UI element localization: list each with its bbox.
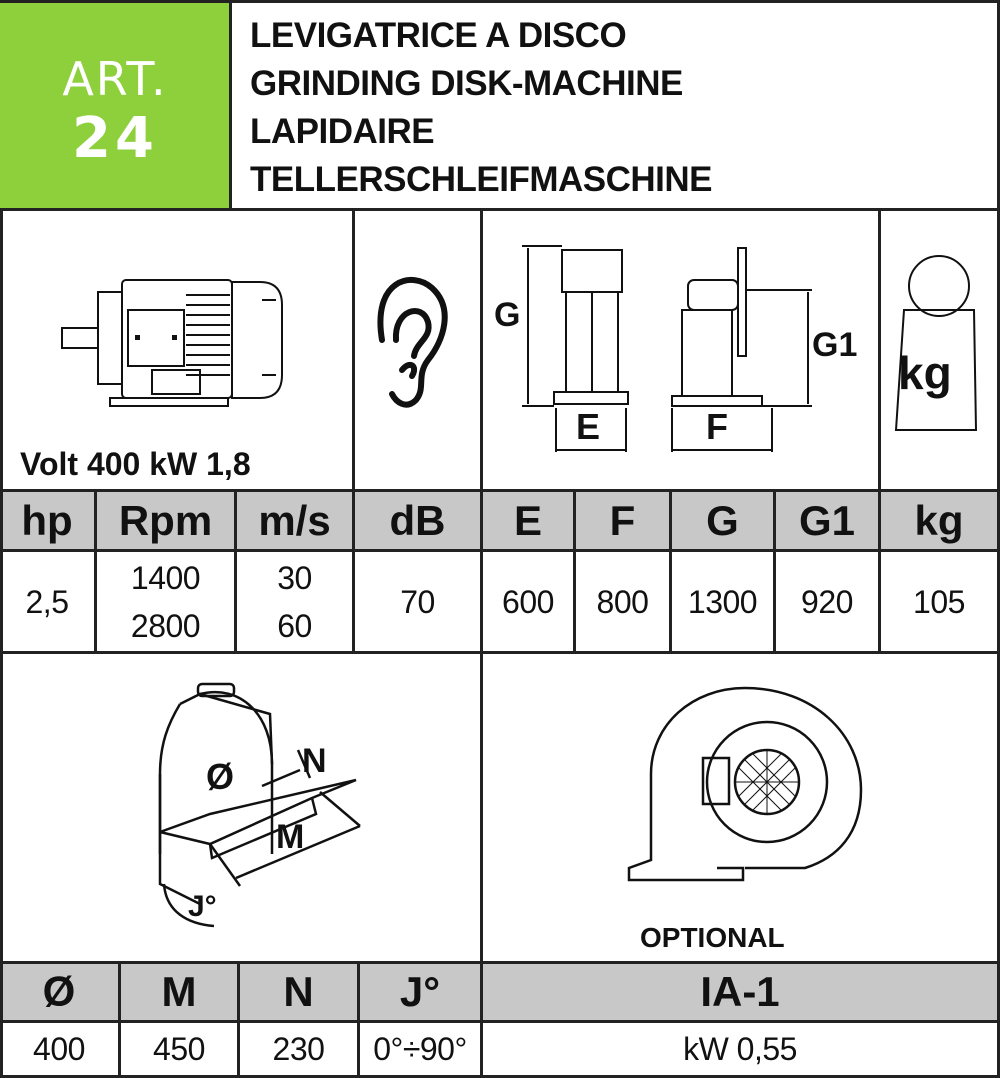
divider xyxy=(0,1020,1000,1023)
divider xyxy=(0,489,1000,492)
motor-icon xyxy=(61,279,283,407)
optional-label: OPTIONAL xyxy=(640,922,785,953)
title-italian: LEVIGATRICE A DISCO xyxy=(250,16,627,55)
header-accessory: IA-1 xyxy=(700,968,780,1015)
value-ms-1: 30 xyxy=(277,559,312,596)
divider xyxy=(0,1075,1000,1078)
divider xyxy=(229,0,232,210)
header-kg: kg xyxy=(914,496,964,544)
title-english: GRINDING DISK-MACHINE xyxy=(250,64,683,103)
divider xyxy=(237,961,240,1078)
header-e: E xyxy=(513,496,542,544)
specs-header-row xyxy=(0,490,1000,550)
article-label: ART. xyxy=(62,52,168,106)
header-db: dB xyxy=(389,496,446,544)
value-angle: 0°÷90° xyxy=(373,1031,467,1067)
value-accessory-power: kW 0,55 xyxy=(683,1031,797,1067)
header-rpm: Rpm xyxy=(118,496,213,544)
value-m: 450 xyxy=(153,1031,205,1067)
value-ms: 30 60 xyxy=(237,552,352,651)
divider xyxy=(118,961,121,1078)
ear-icon xyxy=(377,277,448,408)
dimension-g-label: G xyxy=(494,296,521,334)
weight-icon xyxy=(894,255,978,431)
divider xyxy=(480,208,483,1078)
weight-kg-label: kg xyxy=(898,347,952,399)
dust-extractor-diagram xyxy=(627,686,863,882)
divider xyxy=(0,651,1000,654)
disc-specs-header-row xyxy=(0,962,1000,1022)
value-n: 230 xyxy=(272,1031,325,1067)
divider xyxy=(0,0,1000,3)
title-german: TELLERSCHLEIFMASCHINE xyxy=(250,160,713,199)
divider xyxy=(0,208,3,1078)
divider xyxy=(0,208,1000,211)
divider xyxy=(878,208,881,652)
article-badge xyxy=(0,0,230,210)
divider xyxy=(0,549,1000,552)
dimension-f-label: F xyxy=(706,406,728,447)
value-kg: 105 xyxy=(913,583,965,620)
header-ms: m/s xyxy=(258,496,331,544)
value-ms-2: 60 xyxy=(277,607,312,644)
divider xyxy=(357,961,360,1078)
header-f: F xyxy=(609,496,636,544)
table-m-label: M xyxy=(276,818,305,856)
header-angle: J° xyxy=(399,968,441,1015)
value-rpm-2: 2800 xyxy=(130,607,201,644)
value-f: 800 xyxy=(596,583,649,620)
header-hp: hp xyxy=(21,496,73,544)
header-n: N xyxy=(283,968,314,1015)
table-n-label: N xyxy=(302,742,327,780)
value-diameter: 400 xyxy=(33,1031,85,1067)
value-g1: 920 xyxy=(801,583,853,620)
divider xyxy=(573,489,576,652)
divider xyxy=(997,0,1000,1078)
divider xyxy=(669,489,672,652)
disc-diameter-label: Ø xyxy=(206,756,235,797)
title-french: LAPIDAIRE xyxy=(250,112,435,151)
value-rpm-1: 1400 xyxy=(130,559,201,596)
divider xyxy=(94,489,97,652)
article-number: 24 xyxy=(72,106,158,171)
value-rpm: 1400 2800 xyxy=(97,552,234,651)
header-m: M xyxy=(161,968,197,1015)
dimension-e-label: E xyxy=(576,406,601,447)
dimension-g1-label: G1 xyxy=(812,326,858,364)
motor-voltage-power: Volt 400 kW 1,8 xyxy=(20,446,251,482)
divider xyxy=(0,961,1000,964)
header-diameter: Ø xyxy=(42,968,76,1015)
divider xyxy=(352,208,355,652)
value-hp: 2,5 xyxy=(25,583,69,620)
divider xyxy=(773,489,776,652)
header-g: G xyxy=(706,496,739,544)
value-db: 70 xyxy=(400,583,435,620)
value-e: 600 xyxy=(502,583,554,620)
machine-dimensions-diagram xyxy=(522,245,812,452)
header-g1: G1 xyxy=(798,496,856,544)
value-g: 1300 xyxy=(687,583,758,620)
divider xyxy=(234,489,237,652)
tilt-angle-label: J° xyxy=(188,890,217,923)
disc-table-diagram xyxy=(158,682,361,928)
